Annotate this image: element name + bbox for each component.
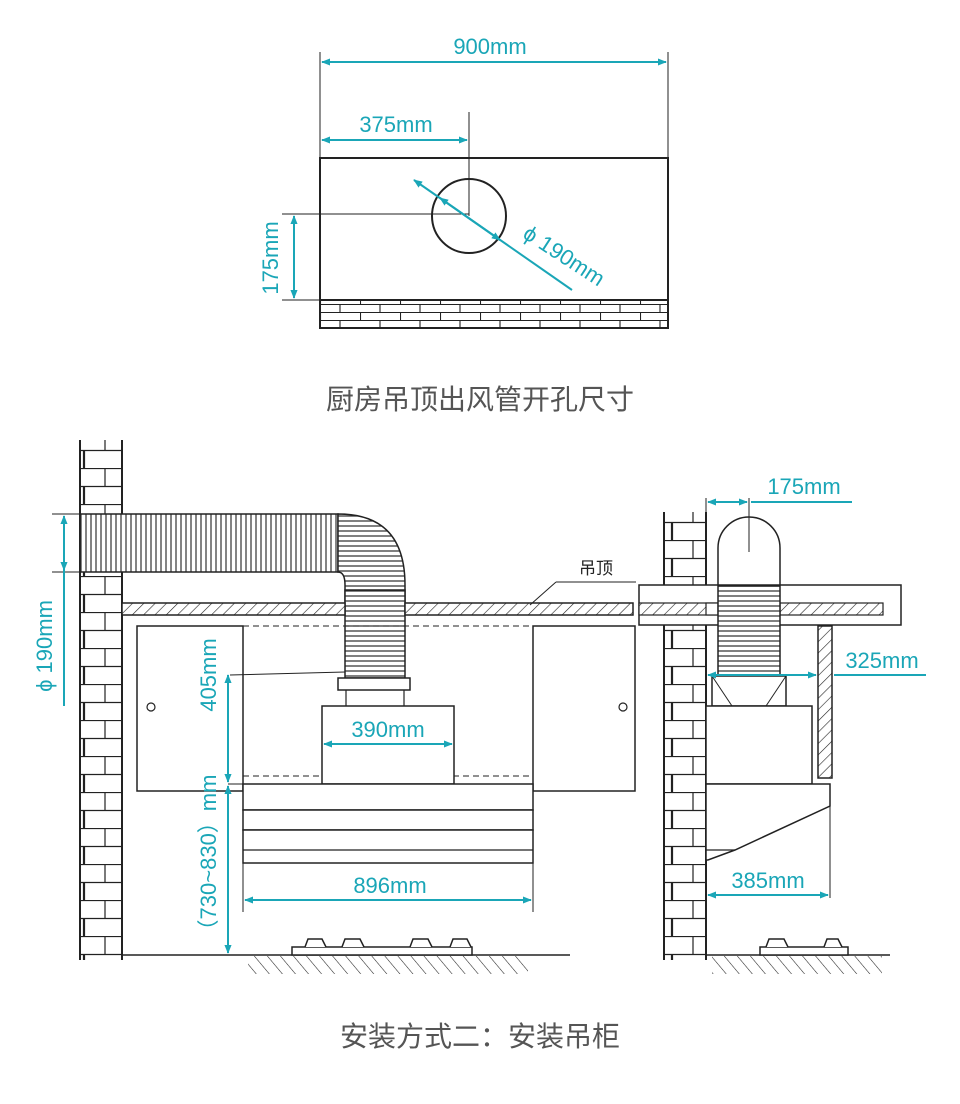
ceiling-slab-right xyxy=(404,602,634,616)
side-hood-canopy xyxy=(705,783,831,861)
side-vertical-duct xyxy=(717,585,781,677)
top-brick-wall xyxy=(319,299,669,329)
hood-896-label: 896mm xyxy=(353,873,426,898)
side-385-label: 385mm xyxy=(731,868,804,893)
front-diameter-label: ϕ 190mm xyxy=(32,600,57,692)
ceiling-label: 吊顶 xyxy=(579,559,613,579)
side-325-label: 325mm xyxy=(845,648,918,673)
right-cabinet xyxy=(532,625,636,792)
right-brick-wall xyxy=(664,512,706,960)
height-175-label: 175mm xyxy=(258,221,283,294)
side-hood-body xyxy=(705,705,813,785)
height-730-830-label: （730~830）mm xyxy=(196,775,221,942)
range-hood-panel xyxy=(242,809,534,831)
width-900-label: 900mm xyxy=(453,34,526,59)
side-floor xyxy=(712,956,882,974)
duct-collar xyxy=(337,677,411,691)
front-floor xyxy=(248,956,528,974)
install-caption: 安装方式二：安装吊柜 xyxy=(340,1020,620,1053)
side-cabinet xyxy=(817,625,833,779)
side-gas-stove xyxy=(759,938,849,956)
range-hood-bottom xyxy=(242,829,534,864)
top-view-caption: 厨房吊顶出风管开孔尺寸 xyxy=(326,383,634,416)
top-view: 900mm 375mm 175mm ϕ 190mm 厨房吊顶出风管开孔尺寸 xyxy=(258,34,669,416)
range-hood-top xyxy=(242,783,534,811)
outlet-390-label: 390mm xyxy=(351,717,424,742)
front-gas-stove xyxy=(291,938,473,956)
front-view: ϕ 190mm 405mm （730~830）mm 390mm 896mm xyxy=(32,440,636,974)
vertical-duct xyxy=(344,589,406,679)
side-175-label: 175mm xyxy=(767,474,840,499)
gap-405-label: 405mm xyxy=(196,638,221,711)
side-view: 吊顶 175mm 325mm 385mm xyxy=(529,474,926,974)
ceiling-slab-left xyxy=(121,602,346,616)
horizontal-duct xyxy=(79,513,339,573)
offset-375-label: 375mm xyxy=(359,112,432,137)
